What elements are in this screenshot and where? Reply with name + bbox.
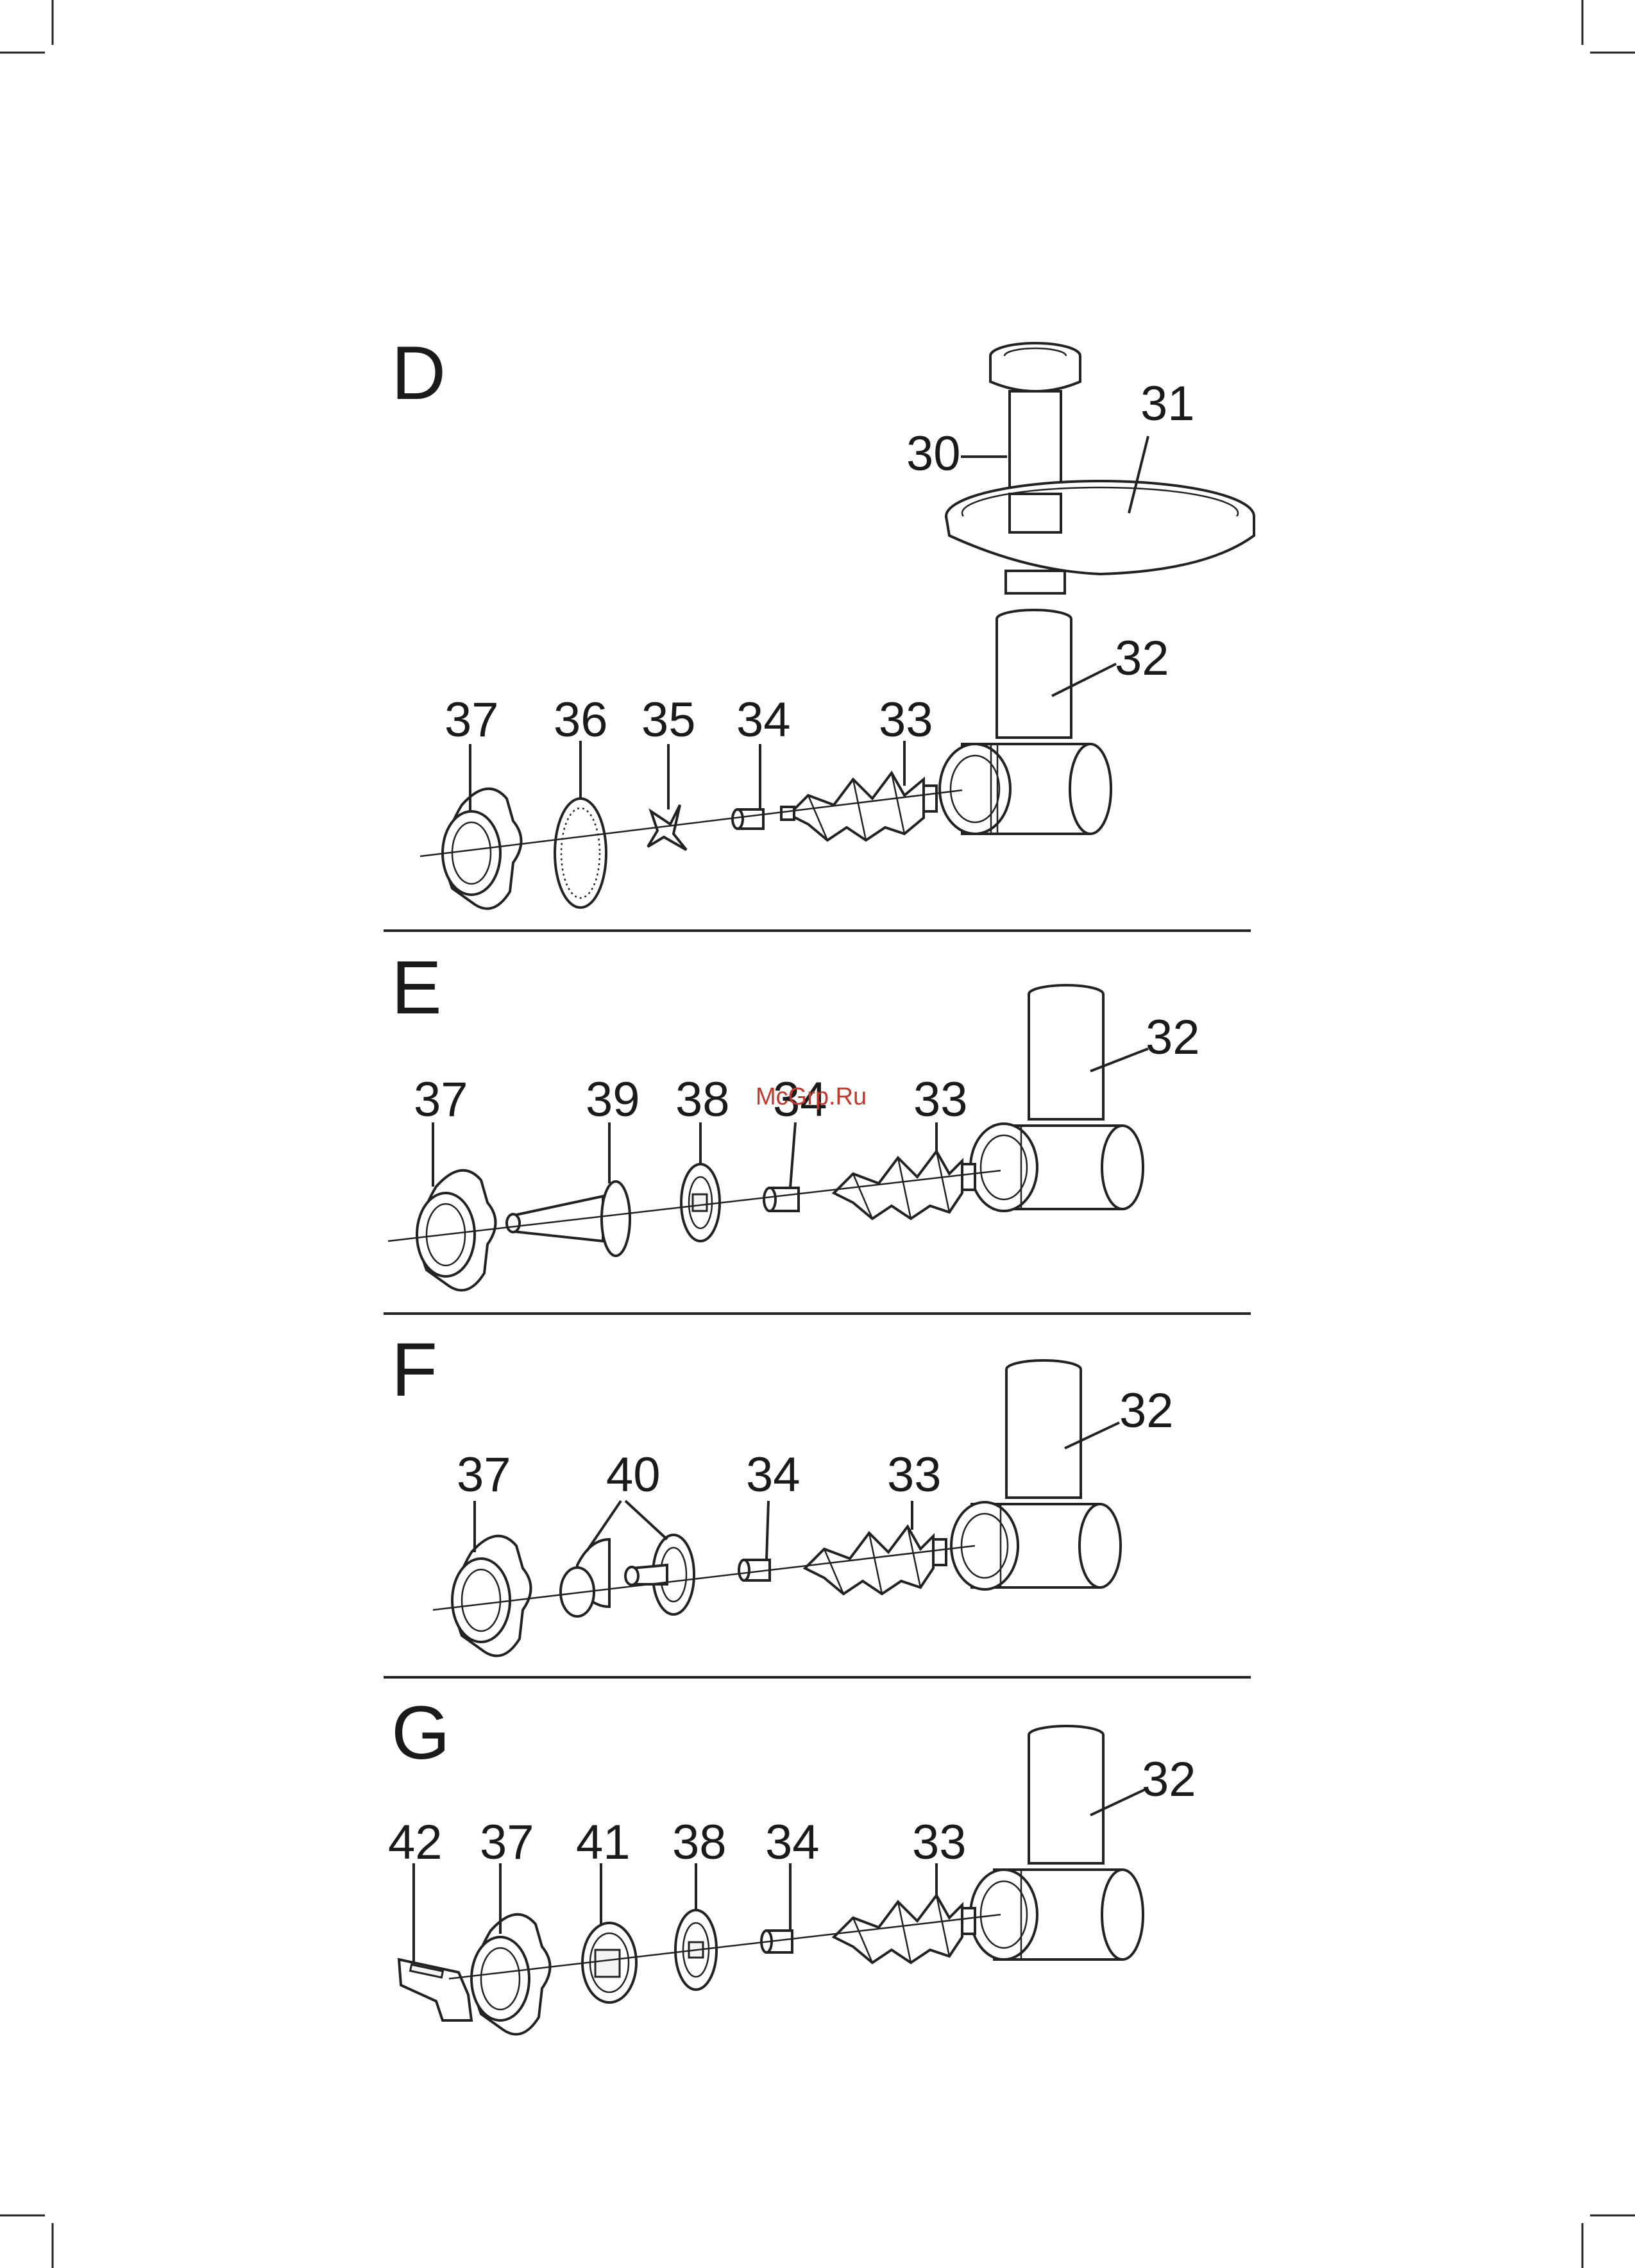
section-d: D	[391, 331, 1254, 909]
label-40: 40	[606, 1448, 661, 1502]
auger-part-33	[805, 1527, 946, 1594]
label-34: 34	[746, 1448, 801, 1502]
auger-part-33	[834, 1151, 975, 1219]
tray-part-31	[946, 481, 1254, 593]
sausage-horn-part-39	[507, 1181, 630, 1256]
label-33: 33	[912, 1815, 967, 1870]
label-37: 37	[445, 693, 499, 747]
grinder-body-part-32	[970, 1726, 1143, 1959]
label-38: 38	[675, 1072, 730, 1127]
perforated-plate-part-36	[555, 799, 606, 908]
label-33: 33	[887, 1448, 942, 1502]
label-32: 32	[1142, 1752, 1196, 1807]
sleeve-part-34	[733, 809, 763, 829]
kebbe-attachment-part-40	[561, 1535, 694, 1616]
label-37: 37	[480, 1815, 534, 1870]
section-f: F	[391, 1328, 1174, 1656]
label-30: 30	[906, 427, 961, 481]
label-32: 32	[1119, 1384, 1174, 1438]
label-37: 37	[414, 1072, 468, 1127]
separator-disc-part-38	[681, 1164, 720, 1241]
watermark: McGrp.Ru	[756, 1083, 867, 1110]
auger-part-33	[834, 1895, 975, 1963]
auger-part-33	[781, 773, 936, 840]
cookie-template-part-42	[399, 1959, 471, 2020]
label-31: 31	[1140, 377, 1195, 431]
label-36: 36	[554, 693, 608, 747]
label-37: 37	[457, 1448, 511, 1502]
section-e-letter: E	[391, 945, 442, 1030]
section-g: G	[388, 1691, 1196, 2035]
grinder-body-part-32	[951, 1360, 1121, 1589]
label-38: 38	[672, 1815, 727, 1870]
label-41: 41	[576, 1815, 631, 1870]
ring-nut-part-37	[452, 1536, 531, 1656]
label-42: 42	[388, 1815, 443, 1870]
section-g-letter: G	[391, 1691, 450, 1775]
label-39: 39	[586, 1072, 640, 1127]
section-f-letter: F	[391, 1328, 437, 1412]
label-32: 32	[1115, 631, 1169, 686]
grinder-body-part-32	[970, 985, 1143, 1211]
section-e: E	[388, 945, 1200, 1291]
section-d-letter: D	[391, 331, 446, 416]
sleeve-part-34	[764, 1188, 799, 1211]
label-32: 32	[1146, 1010, 1200, 1065]
grinder-body-part-32	[940, 610, 1111, 834]
label-34: 34	[765, 1815, 820, 1870]
label-33: 33	[913, 1072, 968, 1127]
label-33: 33	[879, 693, 933, 747]
label-34: 34	[736, 693, 791, 747]
label-35: 35	[641, 693, 696, 747]
